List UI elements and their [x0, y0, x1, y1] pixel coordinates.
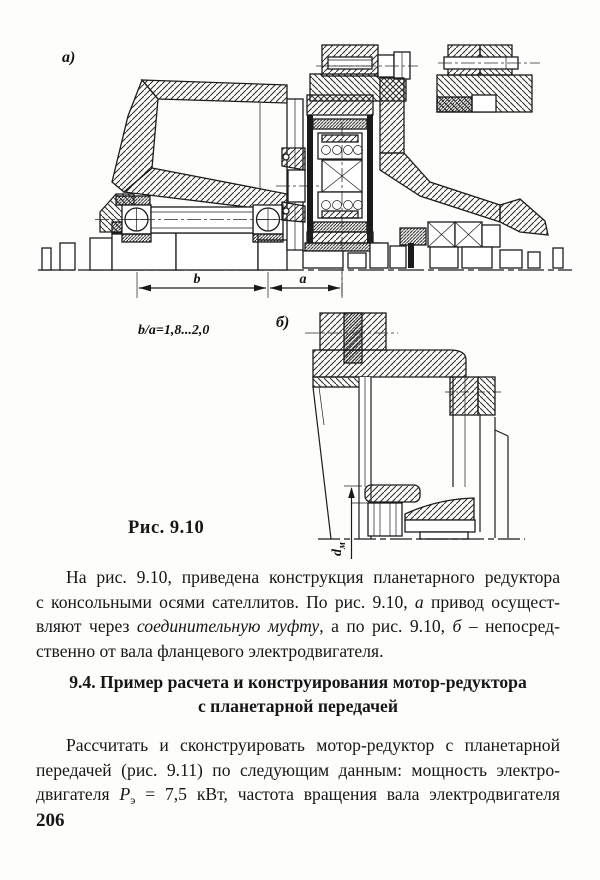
satellite-gear-block	[306, 94, 374, 296]
view-b-label: б)	[276, 314, 289, 331]
left-base-blocks	[41, 232, 288, 271]
paragraph-2: Рассчитать и сконструировать мотор-редук…	[36, 733, 560, 813]
right-casing	[445, 376, 509, 538]
page-number: 206	[36, 810, 65, 831]
motor-flange-wall	[312, 386, 332, 540]
right-wall-flange	[379, 77, 564, 269]
section-heading: 9.4. Пример расчета и конструирования мо…	[36, 671, 560, 718]
figure-b-view: dм б)	[276, 312, 525, 559]
detail-top-right	[436, 44, 540, 113]
dim-b-label: b	[194, 272, 201, 287]
ratio-label: b/a=1,8...2,0	[138, 323, 209, 338]
carrier-shaft	[95, 206, 300, 234]
text-line: ственно от вала фланцевого электродвигат…	[36, 640, 384, 661]
paragraph-1: На рис. 9.10, приведена конструкция план…	[36, 565, 560, 663]
text-line: На рис. 9.10, приведена конструкция план…	[66, 567, 560, 587]
figure-a-view: b a а) b/a=1,8...2,0	[38, 44, 572, 338]
coupling	[276, 147, 352, 223]
dm-dimension: dм	[330, 485, 362, 559]
text-line: двигателя Рэ = 7,5 кВт, частота вращения…	[36, 784, 561, 808]
text-line: вляют через соединительную муфту, а по р…	[36, 616, 560, 637]
view-a-label: а)	[62, 49, 75, 66]
text-line: передачей (рис. 9.11) по следующим данны…	[36, 759, 560, 780]
flange-bolt	[305, 312, 398, 364]
text-line: Рассчитать и сконструировать мотор-редук…	[66, 735, 560, 755]
text-line: с консольными осями сателлитов. По рис. …	[36, 591, 560, 612]
gear-housing	[111, 78, 288, 213]
figure-9-10-drawing: b a а) b/a=1,8...2,0	[38, 44, 572, 559]
top-bolt-assembly	[309, 44, 418, 102]
flange-plate	[312, 349, 467, 378]
lower-seals	[302, 242, 414, 269]
heading-line: с планетарной передачей	[197, 695, 399, 716]
hub-bearing-seat	[352, 484, 476, 540]
dim-a-label: a	[300, 272, 307, 287]
figure-caption: Рис. 9.10	[128, 518, 205, 538]
dimension-lines: b a	[136, 272, 343, 298]
dm-label: dм	[330, 542, 348, 556]
heading-line: 9.4. Пример расчета и конструирования мо…	[69, 672, 527, 692]
